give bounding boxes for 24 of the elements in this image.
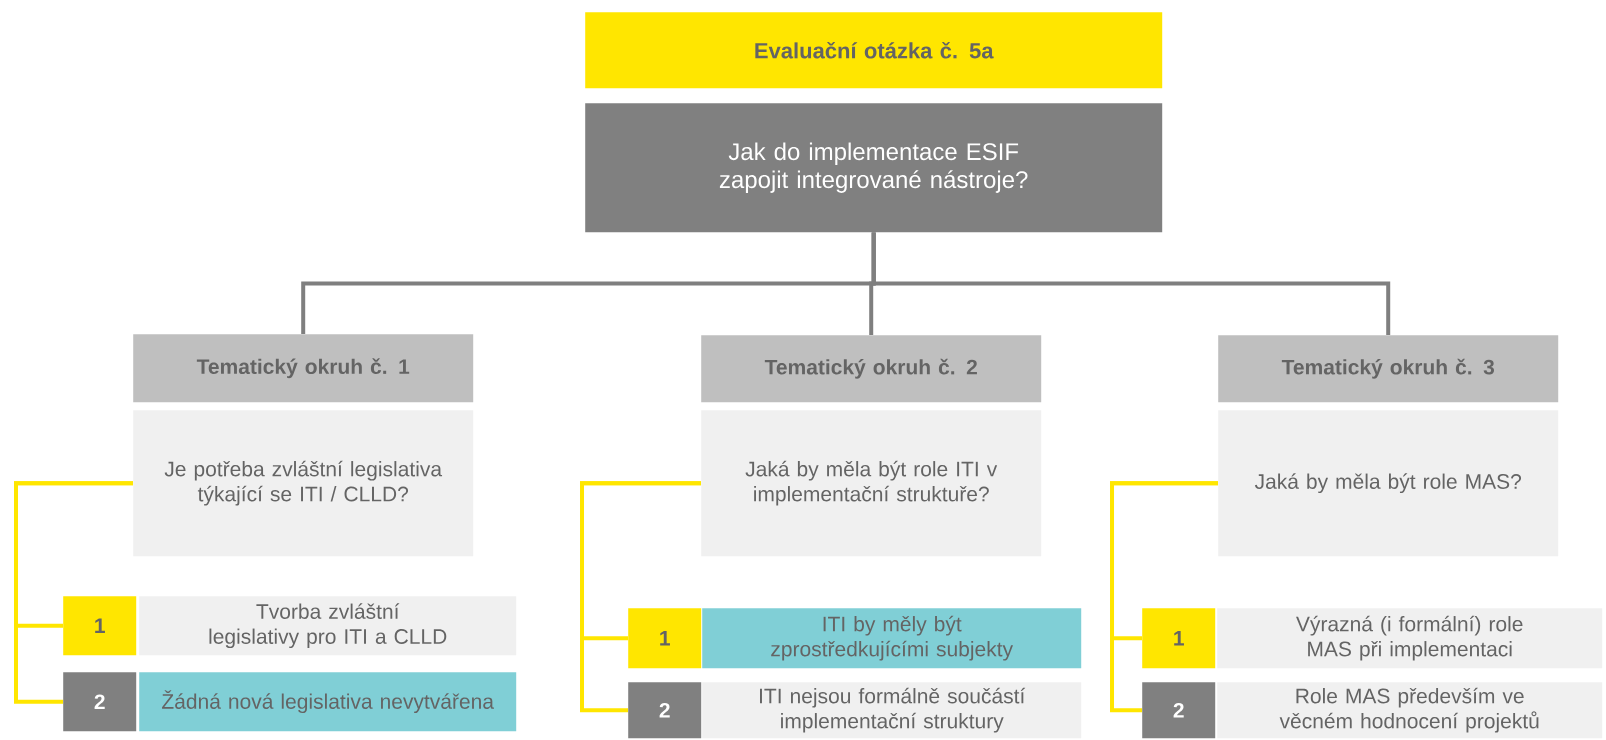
subquestion-box: Je potřeba zvláštní legislativa týkající se ITI / CLLD?: [133, 410, 474, 557]
answer-box: ITI by měly být zprostředkujícími subjekty: [702, 608, 1082, 669]
bracket-connector: [14, 481, 133, 704]
topic-header: Tematický okruh č. 2: [701, 335, 1042, 403]
subquestion-box: Jaká by měla být role MAS?: [1218, 410, 1559, 557]
connector-line: [871, 232, 1391, 335]
answer-box: Role MAS především ve věcném hodnocení projektů: [1217, 682, 1603, 739]
number-box: 2: [63, 672, 137, 732]
answer-box: ITI nejsou formálně součástí implementační struktury: [702, 682, 1082, 739]
number-box: 1: [63, 596, 137, 656]
subquestion-box: Jaká by měla být role ITI v implementační struktuře?: [701, 410, 1042, 557]
number-box: 1: [1142, 608, 1216, 669]
topic-header: Tematický okruh č. 1: [133, 334, 474, 403]
answer-box: Tvorba zvláštní legislativy pro ITI a CLLD: [139, 596, 517, 656]
number-box: 2: [628, 682, 702, 739]
question-box: Jak do implementace ESIF zapojit integrované nástroje?: [585, 103, 1163, 233]
number-box: 1: [628, 608, 702, 669]
bracket-connector: [580, 481, 701, 713]
bracket-connector: [1110, 481, 1218, 713]
answer-box: Žádná nová legislativa nevytvářena: [139, 672, 517, 732]
topic-header: Tematický okruh č. 3: [1218, 335, 1559, 403]
title-box: Evaluační otázka č. 5a: [585, 12, 1163, 89]
number-box: 2: [1142, 682, 1216, 739]
answer-box: Výrazná (i formální) role MAS při implementaci: [1217, 608, 1603, 669]
